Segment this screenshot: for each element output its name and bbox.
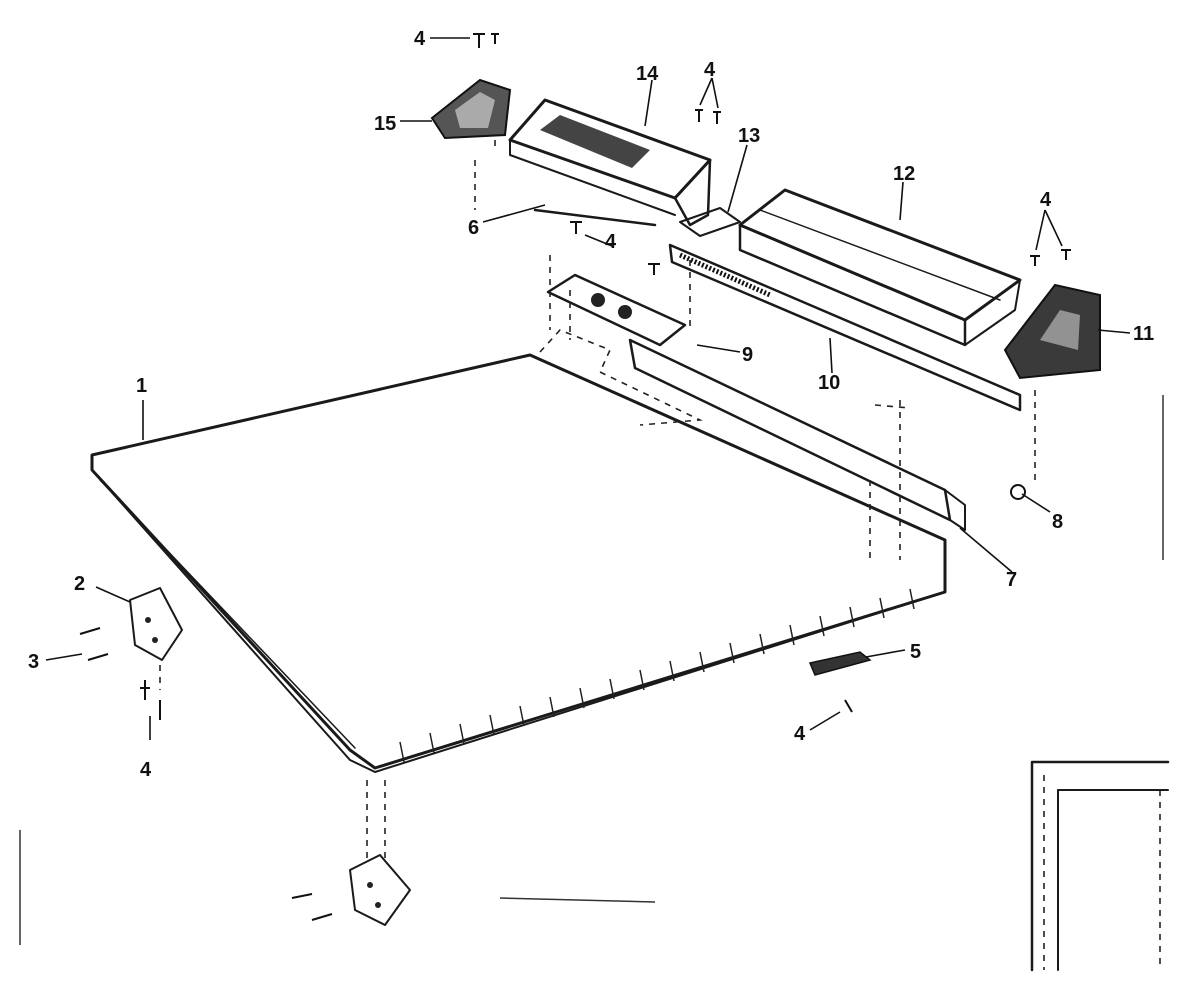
callout-11: 11 (1133, 323, 1154, 345)
small-plate-part (808, 651, 872, 676)
top-panel-part (90, 329, 947, 773)
hinge-bracket-lower (349, 854, 411, 926)
callout-4-left: 4 (140, 759, 152, 781)
scan-marks (19, 395, 1164, 945)
callout-1: 1 (136, 375, 147, 397)
callout-4-right: 4 (1040, 189, 1052, 211)
callout-3: 3 (28, 651, 39, 673)
callout-4-top-middle: 4 (704, 59, 716, 81)
callout-4-top-left: 4 (414, 28, 426, 50)
callout-13: 13 (738, 125, 760, 147)
rail-part (628, 338, 966, 531)
right-end-cap-part (1003, 283, 1101, 380)
callout-4-center: 4 (605, 231, 617, 253)
callout-9: 9 (742, 344, 753, 366)
callout-10: 10 (818, 372, 840, 394)
callout-6: 6 (468, 217, 479, 239)
callout-14: 14 (636, 63, 659, 85)
callout-8: 8 (1052, 511, 1063, 533)
callout-12: 12 (893, 163, 915, 185)
control-panel-part (508, 98, 712, 227)
hinge-bracket-upper (129, 587, 183, 661)
strip-part (668, 243, 1022, 412)
callout-15: 15 (374, 113, 396, 135)
bracket-plate-part (546, 273, 687, 347)
callout-5: 5 (910, 641, 921, 663)
leader-lines (45, 37, 1131, 740)
callout-2: 2 (74, 573, 85, 595)
assembly-guides (159, 140, 1036, 860)
callout-4-bottom-right: 4 (794, 723, 806, 745)
callout-7: 7 (1006, 569, 1017, 591)
inset-frame-detail (1030, 760, 1170, 972)
screws (79, 33, 1071, 921)
left-end-cap-part (430, 78, 512, 140)
nut-part (1010, 484, 1026, 500)
back-panel-part (738, 188, 1022, 347)
front-edge-segments (399, 588, 915, 763)
callout-numbers: 1 2 3 4 4 4 4 4 4 5 6 7 8 9 10 11 12 13 … (28, 28, 1154, 781)
clip-part (679, 207, 741, 237)
trim-strip-part (533, 208, 657, 227)
